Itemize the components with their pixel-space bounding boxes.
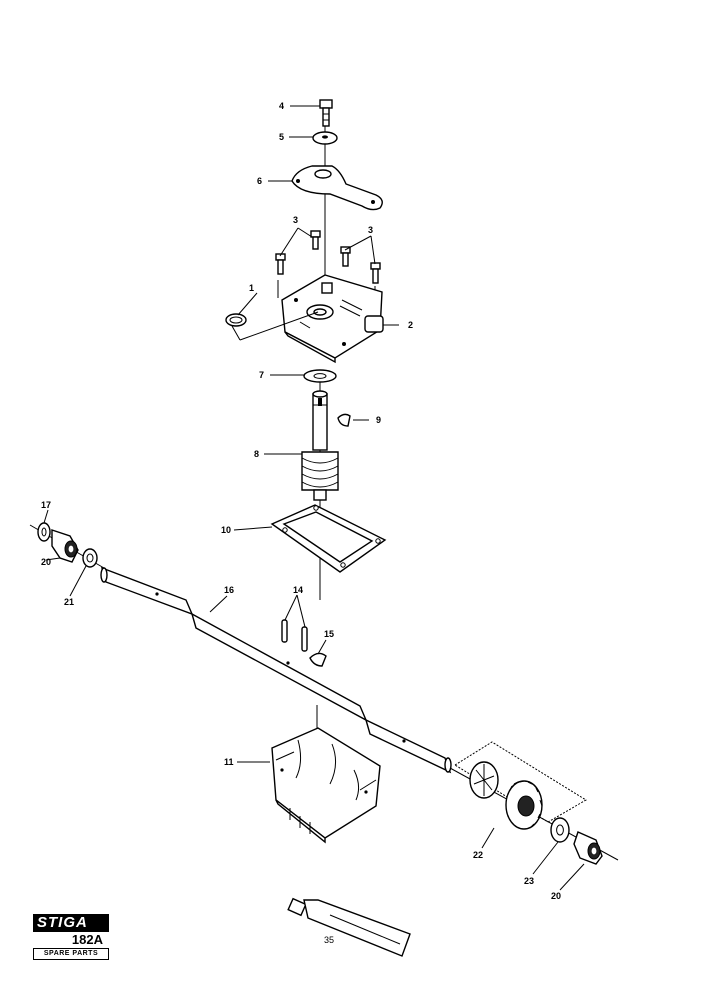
part-washer-5 xyxy=(312,131,338,145)
callout-leaders xyxy=(43,105,585,891)
part-pins-14 xyxy=(281,619,308,652)
part-axle-shaft-16 xyxy=(100,566,452,774)
callout-21: 21 xyxy=(64,597,74,607)
part-gasket-10 xyxy=(270,504,387,573)
part-cover-2 xyxy=(281,274,384,364)
part-screw-3a xyxy=(310,230,321,250)
part-washer-21 xyxy=(82,548,98,568)
callout-11: 11 xyxy=(224,757,234,767)
part-key-9 xyxy=(337,413,351,427)
logo-brand: STIGA xyxy=(33,914,109,932)
part-circlip-1 xyxy=(225,311,319,341)
part-washer-23 xyxy=(550,817,570,843)
logo-model: 182A xyxy=(71,932,103,947)
callout-20-right: 20 xyxy=(551,891,561,901)
callout-23: 23 xyxy=(524,876,534,886)
part-screw-3d xyxy=(370,262,381,284)
callout-14: 14 xyxy=(293,585,303,595)
callout-15: 15 xyxy=(324,629,334,639)
callout-5: 5 xyxy=(279,132,284,142)
stiga-logo: STIGA 182A SPARE PARTS xyxy=(33,914,109,964)
callout-3-right: 3 xyxy=(368,225,373,235)
part-gear-assembly-22 xyxy=(454,741,587,830)
callout-10: 10 xyxy=(221,525,231,535)
callout-35: 35 xyxy=(324,935,334,945)
callout-6: 6 xyxy=(257,176,262,186)
callout-17: 17 xyxy=(41,500,51,510)
part-grease-tube-35 xyxy=(287,897,411,957)
part-bolt-4 xyxy=(319,99,333,127)
callout-20-left: 20 xyxy=(41,557,51,567)
part-nut-20-left xyxy=(51,529,79,563)
part-housing-11 xyxy=(271,727,381,844)
part-worm-shaft-8 xyxy=(301,390,339,501)
callout-2: 2 xyxy=(408,320,413,330)
callout-7: 7 xyxy=(259,370,264,380)
callout-22: 22 xyxy=(473,850,483,860)
part-key-15 xyxy=(309,652,327,667)
part-screw-3b xyxy=(275,253,286,275)
part-washer-17 xyxy=(37,522,51,542)
callout-1: 1 xyxy=(249,283,254,293)
callout-8: 8 xyxy=(254,449,259,459)
callout-3-left: 3 xyxy=(293,215,298,225)
part-washer-7 xyxy=(303,369,337,383)
logo-subtitle: SPARE PARTS xyxy=(33,948,109,960)
part-nut-20-right xyxy=(573,831,603,865)
callout-16: 16 xyxy=(224,585,234,595)
part-lever-6 xyxy=(291,165,383,211)
callout-4: 4 xyxy=(279,101,284,111)
callout-9: 9 xyxy=(376,415,381,425)
